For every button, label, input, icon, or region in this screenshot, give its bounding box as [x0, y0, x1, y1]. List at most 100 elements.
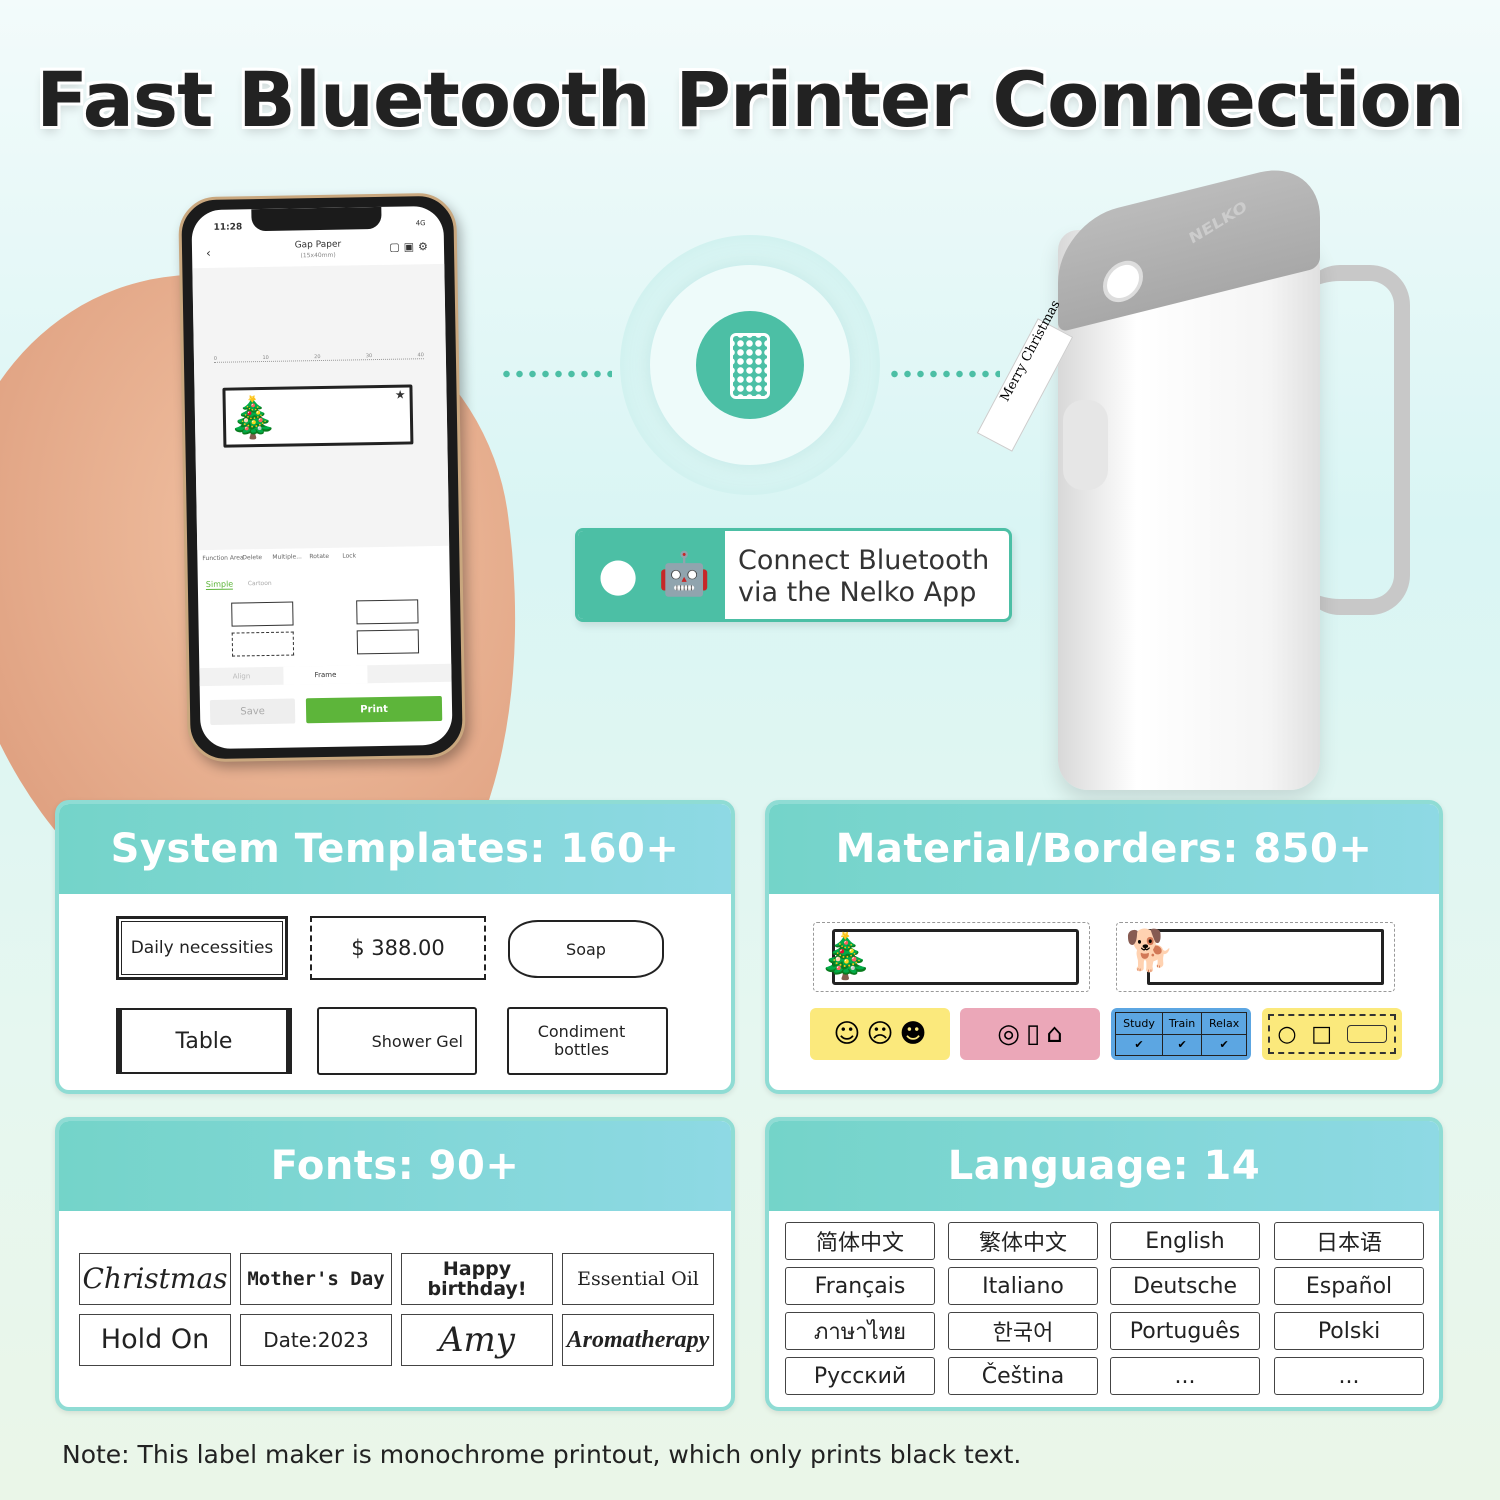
printer-body: [1058, 230, 1320, 790]
footnote: Note: This label maker is monochrome pri…: [62, 1440, 1022, 1469]
ruler-tick: 0: [213, 355, 218, 362]
frame-option[interactable]: [231, 631, 295, 657]
frame-option[interactable]: [356, 599, 419, 625]
os-icons: ● 🤖: [578, 531, 725, 619]
can-icon: ▯: [1025, 1019, 1041, 1049]
language-option[interactable]: Polski: [1274, 1312, 1424, 1350]
apple-icon: ●: [598, 547, 639, 601]
egg-icon: ◎: [997, 1019, 1020, 1049]
star-icon: ★: [394, 387, 406, 402]
tab-frame[interactable]: Frame: [283, 665, 368, 685]
language-option[interactable]: 繁体中文: [948, 1222, 1098, 1260]
badge-line1: Connect Bluetooth: [738, 545, 990, 576]
connection-dots: [500, 370, 612, 378]
brand-logo: NELKO: [1186, 196, 1250, 248]
tab-align[interactable]: Align: [232, 672, 251, 681]
font-sample[interactable]: Hold On: [79, 1314, 231, 1366]
connection-dots: [888, 370, 1000, 378]
settings-icon[interactable]: ▢▣⚙: [389, 240, 433, 254]
smartphone-app-icon: [696, 311, 804, 419]
tree-icon: 🎄: [227, 394, 279, 442]
tool-lock[interactable]: Lock: [342, 552, 357, 560]
border-sample-pets[interactable]: 🐕: [1116, 922, 1395, 992]
font-sample[interactable]: Essential Oil: [562, 1253, 714, 1305]
font-sample[interactable]: Christmas: [79, 1253, 231, 1305]
badge-line2: via the Nelko App: [738, 577, 977, 608]
table-header: Relax: [1201, 1012, 1247, 1035]
ruler-tick: 30: [365, 353, 373, 360]
ruler-tick: 40: [417, 352, 424, 359]
frame-option[interactable]: [231, 601, 294, 627]
label-design[interactable]: 🎄★: [222, 384, 414, 448]
template-item[interactable]: Table: [116, 1008, 292, 1074]
language-option[interactable]: Русский: [785, 1357, 935, 1395]
language-option[interactable]: Deutsche: [1110, 1267, 1260, 1305]
template-item[interactable]: Daily necessities: [116, 916, 288, 980]
language-option[interactable]: 日本语: [1274, 1222, 1424, 1260]
template-item[interactable]: $ 388.00: [310, 916, 486, 980]
language-option[interactable]: Español: [1274, 1267, 1424, 1305]
tool-multiple[interactable]: Multiple...: [272, 553, 303, 561]
panel-title: Material/Borders: 850+: [769, 804, 1439, 894]
food-chip[interactable]: ◎▯⌂: [960, 1008, 1100, 1060]
language-option[interactable]: Čeština: [948, 1357, 1098, 1395]
status-time: 11:28: [213, 222, 243, 233]
template-item[interactable]: Soap: [508, 920, 664, 978]
template-item[interactable]: Shower Gel: [317, 1007, 477, 1075]
check-icon: ✔: [1115, 1033, 1163, 1056]
milk-icon: ⌂: [1046, 1019, 1063, 1049]
rectangle-icon: [1346, 1025, 1387, 1043]
emoji-chip[interactable]: ☺☹☻: [810, 1008, 950, 1060]
notch: [251, 206, 382, 232]
font-sample[interactable]: Amy: [401, 1314, 553, 1366]
table-header: Study: [1115, 1012, 1163, 1035]
language-option[interactable]: Português: [1110, 1312, 1260, 1350]
language-option[interactable]: Français: [785, 1267, 935, 1305]
font-sample[interactable]: Mother's Day: [240, 1253, 392, 1305]
print-button[interactable]: Print: [305, 695, 443, 724]
circle-icon: ○: [1277, 1021, 1297, 1047]
language-option[interactable]: Italiano: [948, 1267, 1098, 1305]
panel-title: System Templates: 160+: [59, 804, 731, 894]
template-item[interactable]: Condiment bottles: [507, 1007, 668, 1075]
tool-rotate[interactable]: Rotate: [309, 552, 330, 561]
language-option[interactable]: ภาษาไทย: [785, 1312, 935, 1350]
status-signal: 4G: [415, 219, 426, 228]
save-button[interactable]: Save: [209, 698, 296, 725]
tab-simple[interactable]: Simple: [205, 579, 234, 591]
table-header: Train: [1161, 1012, 1203, 1035]
font-sample[interactable]: Happy birthday!: [401, 1253, 553, 1305]
dog-icon: 🐕: [1125, 928, 1175, 974]
android-icon: 🤖: [658, 549, 711, 598]
check-icon: ✔: [1161, 1033, 1203, 1056]
ruler-tick: 10: [262, 354, 269, 362]
tab-cartoon[interactable]: Cartoon: [247, 579, 272, 588]
language-option[interactable]: ...: [1274, 1357, 1424, 1395]
panel-title: Fonts: 90+: [59, 1121, 731, 1211]
font-sample[interactable]: Aromatherapy: [562, 1314, 714, 1366]
tool-delete[interactable]: Delete: [242, 554, 263, 562]
language-panel: Language: 14: [765, 1117, 1443, 1411]
font-sample[interactable]: Date:2023: [240, 1314, 392, 1366]
fonts-panel: Fonts: 90+: [55, 1117, 735, 1411]
border-sample-christmas[interactable]: 🎄: [813, 922, 1090, 992]
language-option[interactable]: ...: [1110, 1357, 1260, 1395]
panel-title: Language: 14: [769, 1121, 1439, 1211]
printer-strap: [1300, 265, 1410, 615]
shapes-chip[interactable]: ○□: [1262, 1008, 1402, 1060]
smile-icon: ☺: [833, 1019, 861, 1049]
frame-option[interactable]: [356, 629, 420, 655]
language-option[interactable]: 한국어: [948, 1312, 1098, 1350]
language-option[interactable]: 简体中文: [785, 1222, 935, 1260]
tree-icon: 🎄: [818, 931, 873, 982]
language-option[interactable]: English: [1110, 1222, 1260, 1260]
sad-icon: ☹: [866, 1019, 894, 1049]
ruler-tick: 20: [314, 354, 321, 361]
page-title: Fast Bluetooth Printer Connection: [36, 55, 1465, 144]
tool-function-area: Function Area: [202, 554, 244, 563]
